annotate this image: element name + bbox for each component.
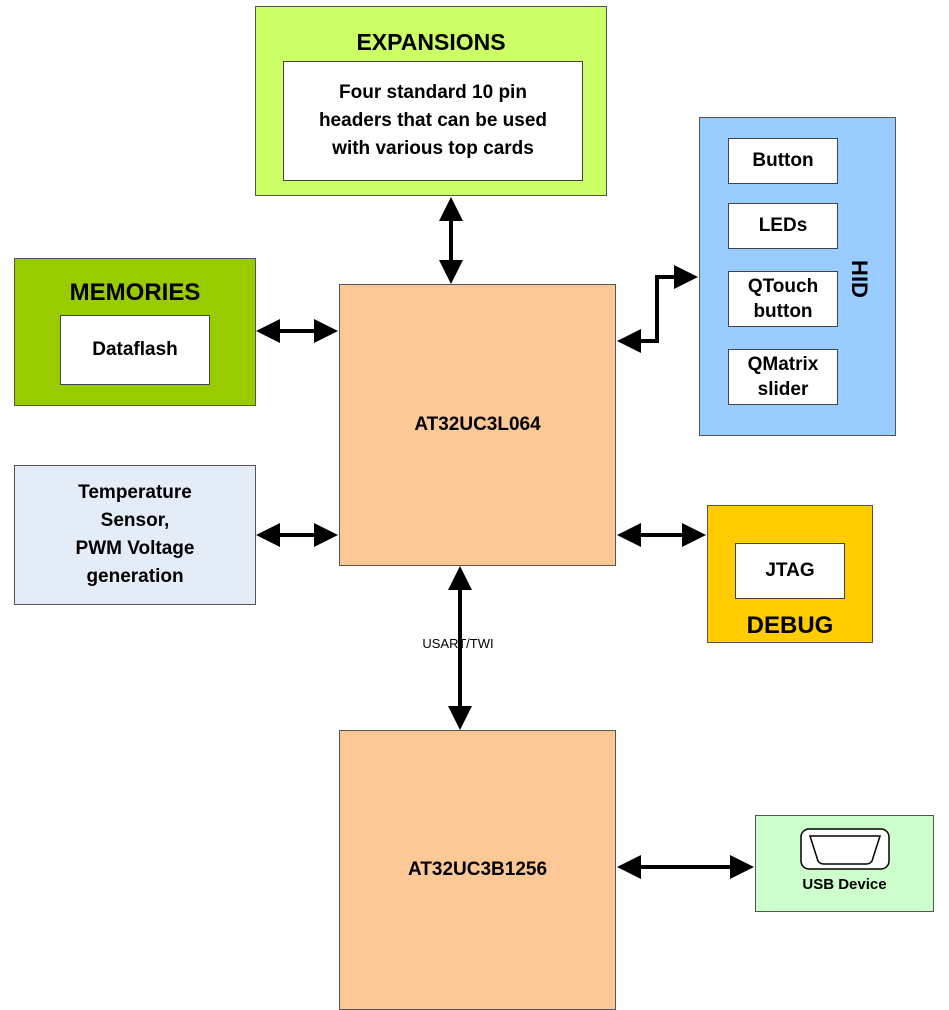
sensor-line-2: Sensor, (100, 510, 170, 531)
hid-item-qmatrix: QMatrix slider (728, 349, 838, 405)
sensor-line-1: Temperature (78, 482, 192, 503)
expansions-line-2: headers that can be used (318, 110, 548, 131)
hid-block: HID Button LEDs QTouch button QMatrix sl… (699, 117, 896, 436)
usb-device-label: USB Device (802, 876, 887, 893)
mcu-at32uc3l064: AT32UC3L064 (339, 284, 616, 566)
debug-jtag: JTAG (735, 543, 845, 599)
usb-device-block: USB Device (755, 815, 934, 912)
hid-item-button: Button (728, 138, 838, 184)
memories-title: MEMORIES (69, 279, 201, 306)
sensor-line-4: generation (86, 566, 184, 587)
hid-item-qtouch-line-2: button (753, 301, 813, 322)
memories-block: MEMORIES Dataflash (14, 258, 256, 406)
expansions-block: EXPANSIONS Four standard 10 pin headers … (255, 6, 607, 196)
debug-block: JTAG DEBUG (707, 505, 873, 643)
hid-item-leds: LEDs (728, 203, 838, 249)
sensor-block: Temperature Sensor, PWM Voltage generati… (14, 465, 256, 605)
sensor-line-3: PWM Voltage (75, 538, 195, 559)
expansions-title: EXPANSIONS (356, 29, 506, 55)
arrow-hid-mcu (617, 265, 698, 353)
expansions-line-3: with various top cards (332, 138, 534, 159)
usb-connector-icon (800, 828, 890, 870)
hid-item-qtouch-line-1: QTouch (747, 276, 819, 297)
debug-title: DEBUG (746, 612, 834, 639)
mcu-at32uc3b1256: AT32UC3B1256 (339, 730, 616, 1010)
hid-item-qmatrix-line-2: slider (757, 379, 809, 400)
hid-item-leds-label: LEDs (758, 215, 808, 236)
hid-item-qtouch: QTouch button (728, 271, 838, 327)
expansions-description: Four standard 10 pin headers that can be… (283, 61, 583, 181)
hid-item-qmatrix-line-1: QMatrix (747, 354, 819, 375)
memories-dataflash: Dataflash (60, 315, 210, 385)
expansions-line-1: Four standard 10 pin (339, 82, 527, 103)
hid-item-button-label: Button (752, 150, 814, 171)
